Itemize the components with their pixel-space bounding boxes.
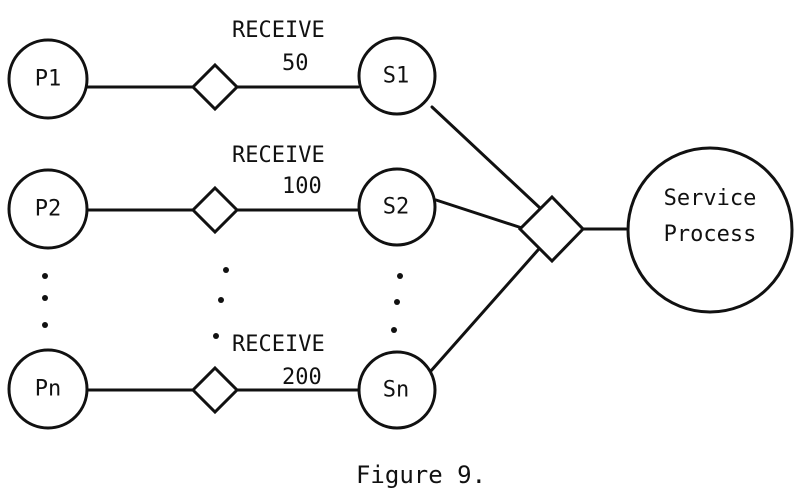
node-p1 [7,38,89,120]
edge-s1-merge [430,105,542,210]
ellipsis-dot [394,299,400,305]
receive-keyword-1: RECEIVE [232,18,325,43]
node-sn [357,350,437,430]
ellipsis-dot [397,273,403,279]
node-service-process [626,146,794,314]
receive-diamond-2 [190,185,240,235]
edge-sn-merge [428,248,540,374]
ellipsis-dot [42,273,48,279]
node-p1-label: P1 [35,67,62,92]
ellipsis-dot [223,267,229,273]
ellipsis-dot [42,295,48,301]
service-label-line2: Process [664,222,757,247]
receive-value-n: 200 [282,365,322,390]
ellipsis-dot [42,322,48,328]
receive-keyword-2: RECEIVE [232,143,325,168]
ellipsis-dot [213,333,219,339]
figure-caption: Figure 9. [356,461,486,489]
node-pn-label: Pn [35,377,62,402]
node-p2-label: P2 [35,197,62,222]
edge-s2-merge [434,198,524,230]
node-s1-label: S1 [383,64,410,89]
node-s2 [357,167,437,247]
service-label-line1: Service [664,186,757,211]
node-pn [7,348,89,430]
node-s2-label: S2 [383,195,410,220]
receive-keyword-n: RECEIVE [232,332,325,357]
receive-value-2: 100 [282,174,322,199]
node-p2 [7,168,89,250]
node-s1 [357,36,437,116]
ellipsis-dot [391,327,397,333]
receive-diamond-1 [190,62,240,112]
receive-value-1: 50 [282,51,309,76]
node-sn-label: Sn [383,378,410,403]
receive-diamond-n [190,365,240,415]
ellipsis-dot [218,297,224,303]
merge-diamond [517,194,586,264]
